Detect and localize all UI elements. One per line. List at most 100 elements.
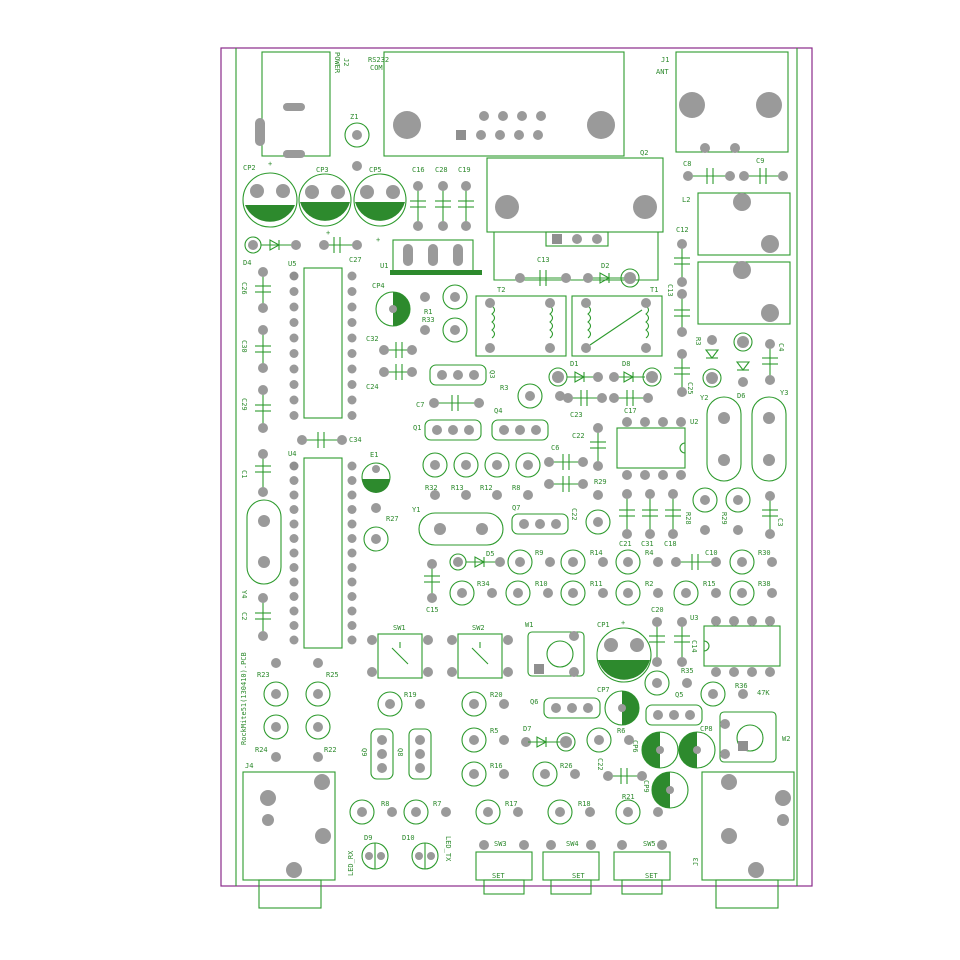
svg-text:R10: R10 [535, 580, 548, 588]
svg-text:R19: R19 [404, 691, 417, 699]
ic-pin [347, 592, 357, 601]
svg-text:W2: W2 [782, 735, 790, 743]
r20-resistor: R20 [461, 691, 509, 717]
svg-text:Y1: Y1 [412, 506, 420, 514]
q6-transistor: Q6 [530, 697, 601, 719]
svg-text:D1: D1 [570, 360, 578, 368]
svg-text:C22: C22 [596, 758, 604, 771]
y2-crystal [706, 396, 742, 482]
svg-text:Q9: Q9 [360, 748, 368, 756]
d9-led: D9 LED_RX [347, 834, 389, 876]
c6-capacitor: C6 [544, 444, 588, 492]
svg-text:R25: R25 [326, 671, 339, 679]
svg-text:C28: C28 [435, 166, 448, 174]
w1-trimmer: W1 [525, 621, 585, 677]
svg-text:Y2: Y2 [700, 394, 708, 402]
svg-text:R32: R32 [425, 484, 438, 492]
antenna-jack-j1: J1 ANT [656, 51, 789, 153]
ic-pin [289, 318, 299, 327]
r25-resistor: R25 [305, 658, 339, 707]
ic-pin [289, 534, 299, 543]
d6-diode: D6 [733, 332, 753, 400]
d-top-right: R3 Y2 [694, 335, 722, 402]
svg-text:Q7: Q7 [512, 504, 520, 512]
svg-text:U5: U5 [288, 260, 296, 268]
svg-text:CP9: CP9 [642, 780, 650, 793]
svg-text:C20: C20 [651, 606, 664, 614]
svg-text:R6: R6 [617, 727, 625, 735]
ic-pin [289, 592, 299, 601]
r7-resistor: R7 [403, 799, 451, 825]
svg-text:Q6: Q6 [530, 698, 538, 706]
sw4-switch: SW4 SET [542, 840, 600, 895]
svg-text:Z1: Z1 [350, 113, 358, 121]
l1-inductor [697, 261, 791, 325]
svg-text:J4: J4 [245, 762, 253, 770]
r18-resistor: R18 [547, 799, 595, 825]
svg-text:R18: R18 [578, 800, 591, 808]
svg-text:D8: D8 [622, 360, 630, 368]
svg-text:C7: C7 [416, 401, 424, 409]
power-jack-j2: POWER J2 [255, 51, 350, 158]
sw2-switch: SW2 [447, 624, 513, 679]
svg-text:R15: R15 [703, 580, 716, 588]
svg-text:C4: C4 [777, 343, 785, 351]
r21-resistor: R21 [615, 793, 663, 825]
svg-text:R14: R14 [590, 549, 603, 557]
u4-ic: U4 [288, 450, 357, 649]
svg-text:R20: R20 [490, 691, 503, 699]
c23-capacitor: C23 [563, 390, 607, 419]
ic-pin [347, 271, 357, 281]
ic-pin [347, 505, 357, 514]
c29-capacitor: C29 [240, 385, 271, 433]
ic-pin [289, 505, 299, 514]
c9-capacitor: C9 [739, 157, 788, 184]
svg-text:R35: R35 [681, 667, 694, 675]
d5-diode: D5 [449, 550, 505, 571]
r4-resistor: R4 [615, 549, 663, 575]
svg-text:C6: C6 [551, 444, 559, 452]
svg-text:SW3: SW3 [494, 840, 507, 848]
svg-text:C16: C16 [412, 166, 425, 174]
ic-pin [347, 349, 357, 358]
cp1-capacitor: CP1 + [596, 619, 652, 683]
u2-ic: U2 [616, 417, 698, 480]
r8-bottom-resistor: R8 [349, 799, 397, 825]
c26-capacitor: C26 [240, 267, 271, 313]
r24-resistor: R24 [255, 714, 289, 762]
svg-text:Y4: Y4 [240, 590, 248, 598]
c10-capacitor: C10 [671, 549, 721, 570]
ic-pin [347, 318, 357, 327]
c14-capacitor: C14 [674, 617, 698, 667]
svg-text:Q4: Q4 [494, 407, 502, 415]
svg-text:U4: U4 [288, 450, 296, 458]
ic-pin [347, 621, 357, 630]
j1-label: J1 [661, 56, 669, 64]
c22-capacitor: C22 [572, 423, 606, 471]
ic-pin [347, 461, 357, 471]
ic-pin [347, 490, 357, 500]
svg-text:U3: U3 [690, 614, 698, 622]
svg-text:SW4: SW4 [566, 840, 579, 848]
c17-capacitor: C17 [609, 390, 653, 415]
ic-pin [347, 534, 357, 543]
svg-text:D10: D10 [402, 834, 415, 842]
cp5-capacitor: CP5 + [353, 166, 407, 244]
c13-top-capacitor: C13 [515, 256, 571, 286]
d1-diode: D1 [548, 360, 603, 387]
y4-crystal: Y4 [240, 499, 282, 598]
svg-text:C9: C9 [756, 157, 764, 165]
d2-diode: D2 [583, 262, 640, 288]
c12-capacitor [674, 239, 690, 287]
svg-text:D7: D7 [523, 725, 531, 733]
svg-text:R2: R2 [645, 580, 653, 588]
r17-resistor: R17 [475, 799, 523, 825]
svg-text:R33: R33 [422, 316, 435, 324]
sw3-switch: SW3 SET [475, 840, 533, 895]
svg-text:R29: R29 [720, 512, 728, 525]
power-label: POWER [333, 52, 341, 74]
svg-text:CP4: CP4 [372, 282, 385, 290]
svg-text:Q3: Q3 [488, 370, 496, 378]
ant-label: ANT [656, 68, 669, 76]
rs232-label: RS232 [368, 56, 389, 64]
